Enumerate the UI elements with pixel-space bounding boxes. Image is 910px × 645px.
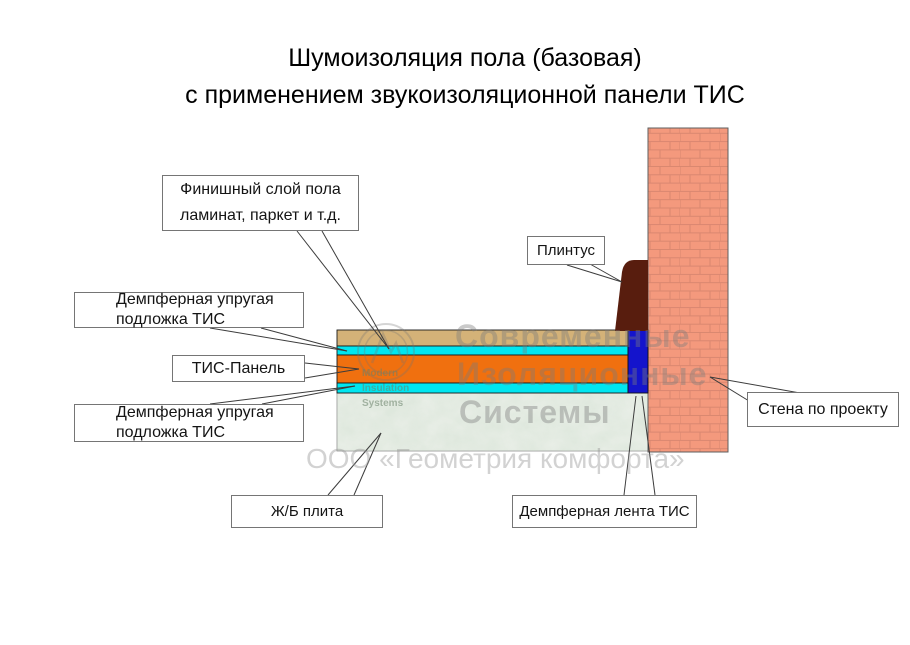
- callout-finish-layer-line-2: ламинат, паркет и т.д.: [180, 207, 341, 224]
- logo-watermark-icon: [357, 323, 415, 381]
- title-line-2: с применением звукоизоляционной панели Т…: [185, 81, 745, 109]
- plinth-shape: [615, 260, 648, 331]
- title-line-1: Шумоизоляция пола (базовая): [288, 44, 642, 72]
- leader-line: [321, 230, 390, 350]
- leader-line: [353, 432, 382, 496]
- damper-tape-shape: [627, 329, 649, 394]
- tis-panel-shape: [336, 354, 629, 384]
- callout-damper-tape: Демпферная лента ТИС: [512, 495, 697, 528]
- callout-wall-label: Стена по проекту: [758, 400, 888, 418]
- leader-line: [709, 376, 801, 394]
- callout-finish-layer: Финишный слой пола ламинат, паркет и т.д…: [162, 175, 359, 231]
- leader-line: [641, 395, 656, 496]
- leader-line: [566, 264, 623, 283]
- callout-underlay-top: Демпферная упругая подложка ТИС: [74, 291, 304, 328]
- callout-wall: Стена по проекту: [747, 392, 899, 427]
- leader-line: [589, 263, 623, 283]
- leader-line: [304, 368, 360, 379]
- leader-line: [260, 327, 348, 352]
- leader-line: [261, 385, 356, 405]
- underlay-bottom-shape: [336, 382, 629, 394]
- callout-slab: Ж/Б плита: [231, 495, 383, 528]
- brick-wall-shape: [647, 127, 729, 453]
- leader-line: [709, 376, 750, 402]
- leader-lines: [209, 230, 801, 496]
- concrete-texture: [337, 393, 648, 451]
- callout-plinth-label: Плинтус: [536, 241, 596, 259]
- diagram-title: Шумоизоляция пола (базовая) с применение…: [10, 40, 910, 114]
- callout-tis-panel-label: ТИС-Панель: [191, 359, 286, 377]
- underlay-top-shape: [336, 345, 629, 356]
- callout-damper-tape-label: Демпферная лента ТИС: [519, 502, 690, 520]
- callout-underlay-top-line-1: Демпферная упругая: [116, 291, 274, 308]
- callout-underlay-bottom: Демпферная упругая подложка ТИС: [74, 404, 304, 442]
- callout-slab-label: Ж/Б плита: [270, 502, 344, 520]
- callout-underlay-bottom-line-2: подложка ТИС: [116, 424, 226, 441]
- callout-plinth: Плинтус: [527, 236, 605, 265]
- leader-line: [296, 230, 390, 350]
- leader-line: [623, 395, 637, 496]
- callout-tis-panel: ТИС-Панель: [172, 355, 305, 382]
- callout-finish-layer-line-1: Финишный слой пола: [180, 181, 341, 198]
- callout-underlay-top-line-2: подложка ТИС: [116, 311, 226, 328]
- leader-line: [209, 385, 356, 405]
- callout-underlay-bottom-line-1: Демпферная упругая: [116, 404, 274, 421]
- leader-line: [327, 432, 382, 496]
- leader-line: [304, 362, 360, 370]
- leader-line: [209, 327, 348, 352]
